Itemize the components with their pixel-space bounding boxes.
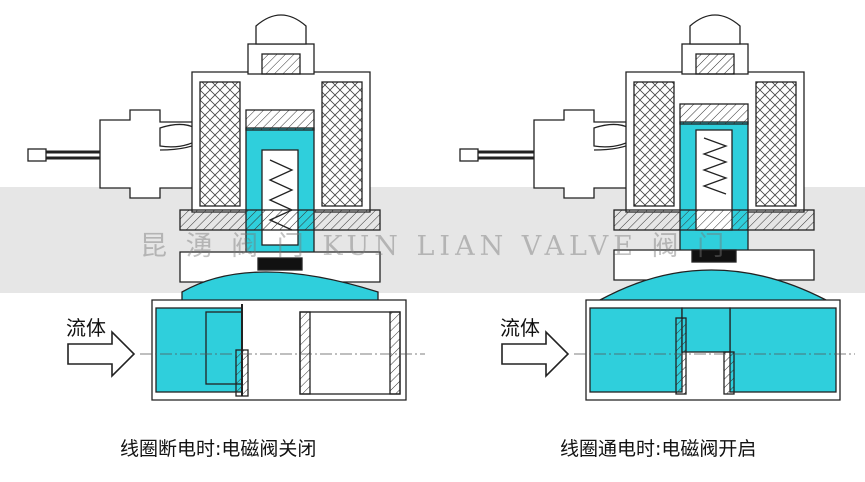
right-flow-arrow	[501, 330, 570, 378]
left-caption: 线圈断电时:电磁阀关闭	[120, 438, 317, 460]
right-caption: 线圈通电时:电磁阀开启	[560, 438, 757, 460]
right-bonnet	[613, 249, 815, 281]
right-outlet-fluid	[729, 307, 837, 393]
left-cable-gland	[99, 109, 201, 199]
left-pilot-magnet	[257, 257, 303, 271]
right-cable-gland	[533, 109, 635, 199]
left-coil-winding	[199, 81, 241, 207]
right-cable	[459, 148, 534, 162]
right-flow-label: 流体	[500, 316, 540, 340]
left-valve	[27, 14, 407, 401]
left-diaphragm-fluid	[181, 271, 379, 303]
right-valve	[459, 14, 841, 401]
left-cable	[27, 148, 102, 162]
right-coil-winding	[633, 81, 675, 207]
right-inlet-fluid	[589, 307, 683, 393]
left-flow-label: 流体	[66, 316, 106, 340]
right-spring	[702, 137, 728, 195]
left-flow-arrow	[67, 330, 136, 378]
right-pilot-magnet	[691, 249, 737, 263]
